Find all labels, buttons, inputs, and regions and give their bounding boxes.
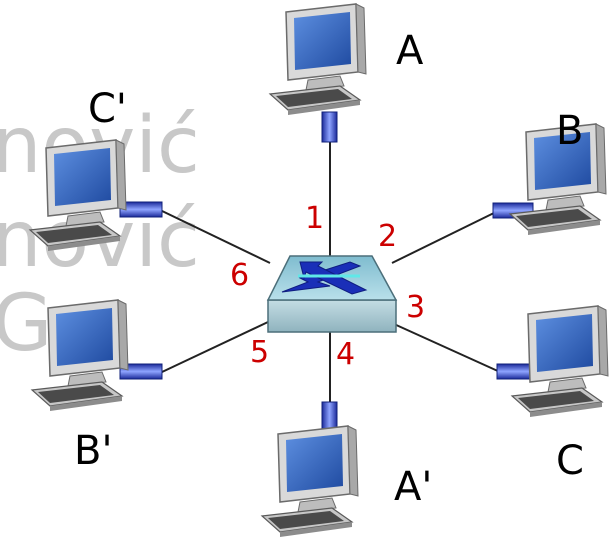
port-label-3: 3 xyxy=(406,290,425,325)
host-label-C: C xyxy=(556,438,584,484)
host-label-A2: A' xyxy=(394,464,432,510)
port-label-4: 4 xyxy=(336,337,355,372)
links xyxy=(159,140,501,402)
link-B2 xyxy=(161,321,269,373)
link-B xyxy=(391,209,501,264)
host-label-C2: C' xyxy=(88,86,127,132)
link-C2 xyxy=(159,209,271,264)
connector-A xyxy=(321,111,338,143)
link-C xyxy=(393,323,501,373)
port-label-6: 6 xyxy=(230,258,249,293)
port-label-1: 1 xyxy=(305,201,324,236)
connector-B2 xyxy=(119,363,163,380)
port-label-5: 5 xyxy=(250,335,269,370)
port-labels: 1 2 3 4 5 6 xyxy=(230,201,425,372)
port-label-2: 2 xyxy=(378,219,397,254)
switch-icon xyxy=(266,255,398,333)
connector-C2 xyxy=(119,201,163,218)
host-A-computer-icon xyxy=(269,3,367,116)
watermark-text-3: G xyxy=(0,279,52,369)
host-label-B: B xyxy=(556,108,583,154)
host-A2-computer-icon xyxy=(261,425,359,538)
host-label-B2: B' xyxy=(74,428,112,474)
host-C-computer-icon xyxy=(511,305,609,418)
host-label-A: A xyxy=(396,28,424,74)
